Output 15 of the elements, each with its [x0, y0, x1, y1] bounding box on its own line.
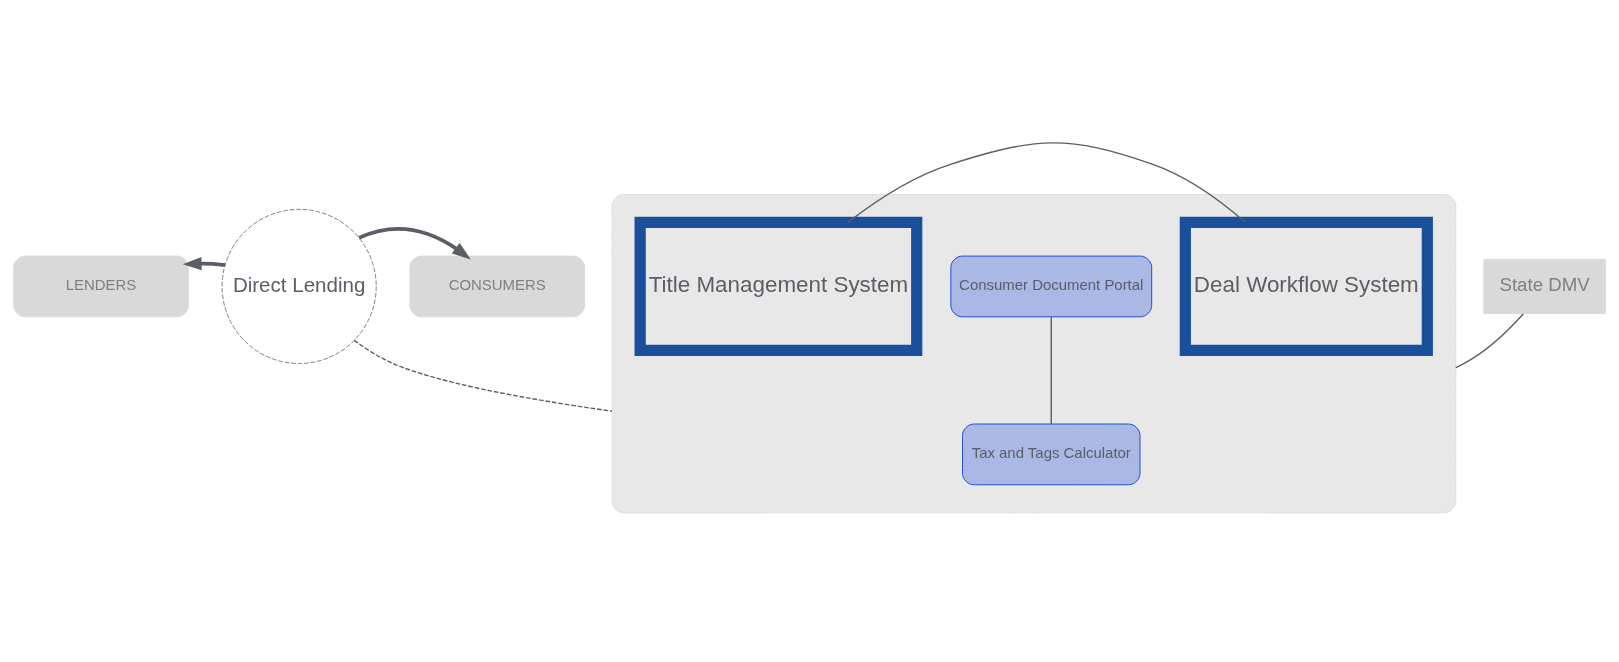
node-box: Title Management System — [634, 216, 923, 356]
node-box: Tax and Tags Calculator — [962, 423, 1141, 485]
node-box: LENDERS — [13, 255, 189, 317]
arrow — [358, 226, 471, 259]
cluster — [611, 193, 1457, 513]
connector — [353, 338, 613, 412]
node-box: CONSUMERS — [409, 255, 586, 317]
connector — [847, 141, 1246, 223]
node-box: State DMV — [1483, 258, 1606, 314]
node-circle: Direct Lending — [221, 208, 377, 364]
connector — [1050, 315, 1052, 425]
connector — [1455, 312, 1525, 368]
arrow — [182, 256, 226, 270]
node-box: Consumer Document Portal — [950, 255, 1153, 317]
node-box: Deal Workflow System — [1179, 216, 1433, 356]
